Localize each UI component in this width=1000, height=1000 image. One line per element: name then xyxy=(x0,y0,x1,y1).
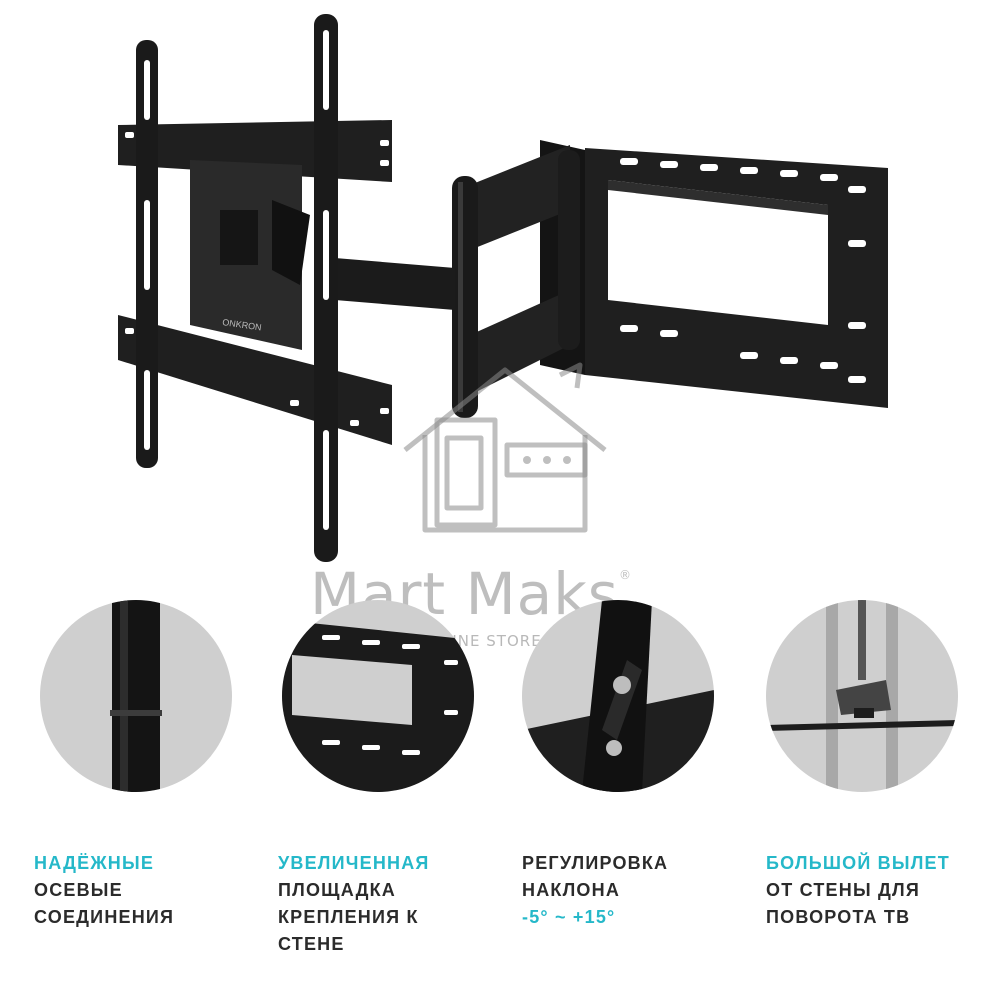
product-image: ONKRON xyxy=(118,14,888,562)
caption-line: -5° ~ +15° xyxy=(522,907,616,927)
vertical-bars xyxy=(136,14,338,562)
caption-line: СОЕДИНЕНИЯ xyxy=(34,907,175,927)
caption-line: СТЕНЕ xyxy=(278,934,345,954)
wall-plate xyxy=(540,140,888,408)
center-plate: ONKRON xyxy=(190,160,310,350)
extension-arm xyxy=(335,145,580,418)
caption-line: РЕГУЛИРОВКА xyxy=(522,853,669,873)
caption-line: НАКЛОНА xyxy=(522,880,621,900)
feature-caption-1: НАДЁЖНЫЕ ОСЕВЫЕ СОЕДИНЕНИЯ xyxy=(34,850,254,931)
caption-line: КРЕПЛЕНИЯ К xyxy=(278,907,419,927)
mounting-plate-icon xyxy=(282,600,474,792)
extension-arm-icon xyxy=(766,600,958,792)
caption-line: НАДЁЖНЫЕ xyxy=(34,853,155,873)
caption-line: ПОВОРОТА ТВ xyxy=(766,907,911,927)
feature-caption-4: БОЛЬШОЙ ВЫЛЕТ ОТ СТЕНЫ ДЛЯ ПОВОРОТА ТВ xyxy=(766,850,986,931)
caption-line: БОЛЬШОЙ ВЫЛЕТ xyxy=(766,853,950,873)
tilt-knob-icon xyxy=(522,600,714,792)
caption-line: ОСЕВЫЕ xyxy=(34,880,123,900)
feature-caption-3: РЕГУЛИРОВКА НАКЛОНА -5° ~ +15° xyxy=(522,850,742,931)
caption-line: УВЕЛИЧЕННАЯ xyxy=(278,853,430,873)
house-with-appliances-icon xyxy=(403,362,607,533)
caption-line: ОТ СТЕНЫ ДЛЯ xyxy=(766,880,920,900)
feature-caption-2: УВЕЛИЧЕННАЯ ПЛОЩАДКА КРЕПЛЕНИЯ К СТЕНЕ xyxy=(278,850,498,958)
pivot-joint-icon xyxy=(40,600,232,792)
caption-line: ПЛОЩАДКА xyxy=(278,880,396,900)
